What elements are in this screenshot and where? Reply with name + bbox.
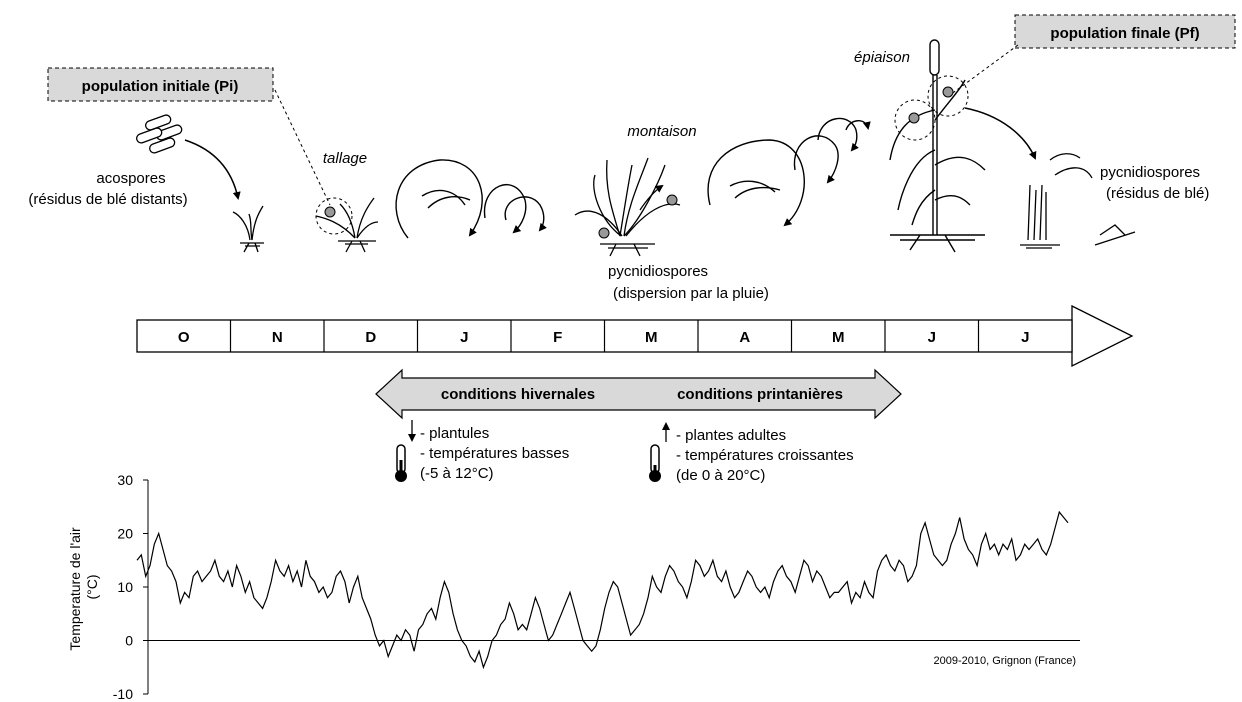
month-label: N (272, 329, 283, 346)
y-tick-label: 30 (117, 472, 133, 488)
dispersion-pluie-label: (dispersion par la pluie) (613, 285, 769, 302)
acospores-illustration (136, 114, 183, 154)
box-final-label: population finale (Pf) (1050, 25, 1199, 42)
month-label: O (178, 329, 190, 346)
temperature-chart: 30 20 10 0 -10 Temperature de l'air (°C) 200… (67, 472, 1080, 702)
lesion-dot (598, 227, 610, 239)
y-tick-label: 20 (117, 526, 133, 542)
splash-arrow (639, 184, 664, 211)
connector-initial (274, 89, 331, 206)
conditions-arrow: conditions hivernales conditions printan… (375, 368, 902, 420)
pycnidiospores-residus-label: pycnidiospores (1100, 164, 1200, 181)
spring-conditions-label: conditions printanières (677, 386, 843, 403)
infection-circle-lower (894, 99, 936, 141)
month-label: M (832, 329, 845, 346)
winter-line-3: (-5 à 12°C) (420, 465, 494, 482)
lesion-dot (666, 194, 678, 206)
box-population-initiale: population initiale (Pi) (47, 67, 274, 102)
month-label: A (739, 329, 750, 346)
box-population-finale: population finale (Pf) (1014, 14, 1236, 49)
spring-line-3: (de 0 à 20°C) (676, 467, 765, 484)
month-label: F (553, 329, 562, 346)
month-label: J (1021, 329, 1029, 346)
month-label: D (365, 329, 376, 346)
tallage-plant-icon (315, 197, 379, 253)
montaison-plant-icon (574, 157, 681, 257)
infection-circle-upper (927, 75, 969, 117)
spring-line-1: - plantes adultes (676, 427, 786, 444)
thermometer-up-icon (649, 422, 670, 482)
acospores-arrow (184, 139, 241, 200)
source-annotation: 2009-2010, Grignon (France) (934, 655, 1076, 667)
y-axis-label: Temperature de l'air (°C) (67, 523, 100, 650)
thermometer-down-icon (395, 420, 416, 482)
y-tick-label: 10 (117, 579, 133, 595)
infection-circle-tallage (315, 197, 353, 235)
spring-line-2: - températures croissantes (676, 447, 854, 464)
winter-line-2: - températures basses (420, 445, 569, 462)
month-label: J (460, 329, 468, 346)
residue-stubble-icon (1020, 153, 1136, 249)
connector-final (949, 44, 1019, 96)
splash-arcs-spring (707, 117, 871, 227)
lesion-dot (908, 112, 920, 124)
epiaison-label: épiaison (854, 49, 910, 66)
winter-line-1: - plantules (420, 425, 489, 442)
seedling-icon (232, 205, 264, 253)
montaison-label: montaison (627, 123, 696, 140)
pycnidiospores-rain-label: pycnidiospores (608, 263, 708, 280)
residus-distants-label: (résidus de blé distants) (28, 191, 187, 208)
epiaison-plant-icon (889, 39, 986, 253)
month-label: J (928, 329, 936, 346)
acospores-label: acospores (96, 170, 165, 187)
residus-ble-label: (résidus de blé) (1106, 185, 1209, 202)
winter-conditions-label: conditions hivernales (441, 386, 595, 403)
lesion-dot (942, 86, 954, 98)
residue-arrow (964, 107, 1037, 160)
box-initial-label: population initiale (Pi) (82, 78, 239, 95)
temperature-series-line (136, 510, 1069, 670)
lesion-dot (324, 206, 336, 218)
y-tick-label: 0 (125, 633, 133, 649)
tallage-label: tallage (323, 150, 367, 167)
y-tick-label: -10 (113, 686, 133, 702)
month-label: M (645, 329, 658, 346)
splash-arcs-winter (395, 159, 547, 239)
